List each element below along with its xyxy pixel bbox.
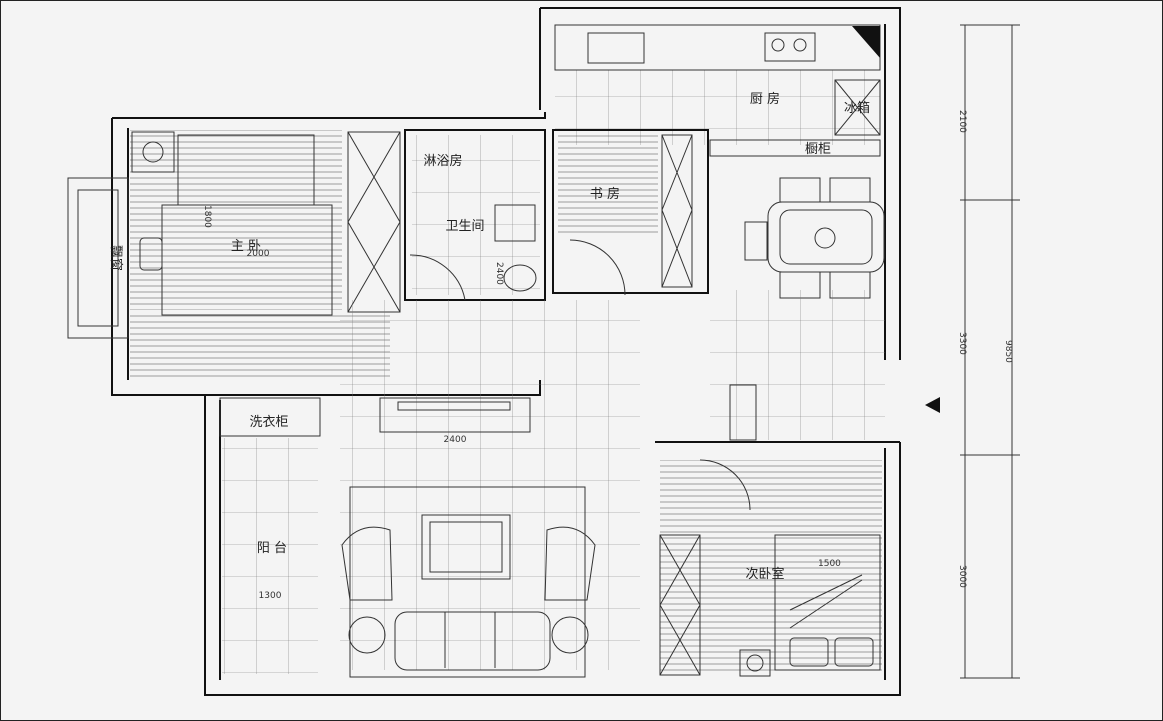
bathroom-label: 卫生间 — [445, 219, 484, 234]
lamp-icon — [131, 131, 175, 173]
master-bed-dim: 1800 — [202, 205, 212, 228]
shower-label: 淋浴房 — [423, 153, 462, 169]
living-floor — [340, 300, 640, 670]
right-top-dim: 2100 — [957, 110, 967, 133]
kitchen — [554, 24, 881, 157]
second-bed-dim: 1500 — [818, 559, 841, 569]
living-furniture — [341, 486, 596, 678]
cabinet-label: 橱柜 — [805, 142, 831, 157]
master-bedroom-label: 主 卧 — [231, 239, 261, 254]
study — [552, 129, 709, 296]
right-bottom-dim: 3000 — [957, 565, 967, 588]
wardrobe — [347, 131, 401, 313]
bathroom-dim: 2400 — [494, 262, 504, 285]
second-bedroom-label: 次卧室 — [745, 566, 784, 582]
stove-icon — [764, 32, 816, 62]
balcony-label: 阳 台 — [257, 541, 287, 556]
right-total-dim: 9850 — [1003, 340, 1013, 363]
kitchen-label: 厨 房 — [750, 91, 780, 107]
dimension-lines — [925, 24, 1020, 679]
right-middle-dim: 3300 — [957, 332, 967, 355]
balcony — [219, 397, 321, 674]
hall-floor — [710, 290, 885, 440]
bathroom — [404, 129, 546, 301]
master-bed-width-dim: 2000 — [247, 249, 270, 259]
toilet-icon — [494, 204, 536, 242]
flue-icon — [852, 26, 880, 58]
bay-window-label: 飘窗 — [108, 245, 124, 271]
laundry-cabinet-label: 洗衣柜 — [249, 414, 288, 430]
flower-icon — [814, 227, 836, 249]
cabinet-icon — [709, 139, 881, 157]
study-label: 书 房 — [590, 186, 620, 202]
sink-icon — [587, 32, 645, 64]
second-bedroom — [659, 459, 882, 677]
basin-icon — [503, 264, 537, 292]
direction-arrow-icon — [925, 397, 940, 413]
balcony-dim: 1300 — [259, 591, 282, 601]
dining-table — [744, 177, 885, 299]
fridge-icon — [834, 79, 881, 136]
tv-cabinet — [379, 384, 757, 441]
lamp-icon-2 — [739, 649, 771, 677]
fridge-label: 冰箱 — [844, 100, 870, 116]
tv-wall-dim: 2400 — [444, 435, 467, 445]
